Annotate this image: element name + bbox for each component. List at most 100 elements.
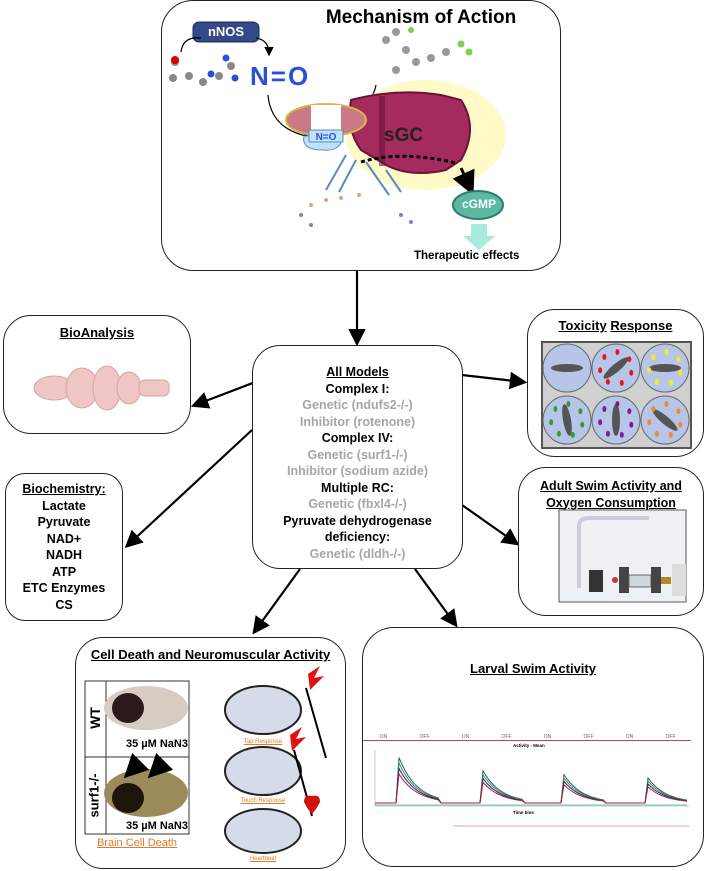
compound-dot — [570, 431, 575, 438]
phase-label-off: OFF — [404, 734, 445, 741]
activity-series-line — [375, 766, 688, 804]
model-line: Multiple RC: — [321, 480, 394, 495]
compound-dot — [553, 405, 558, 412]
compound-dot — [668, 379, 673, 386]
nitric-oxide-label: N=O — [250, 61, 311, 91]
phase-label-off: OFF — [568, 734, 609, 741]
compound-dot — [556, 430, 561, 437]
sgc-label: sGC — [384, 125, 424, 146]
compound-dot — [605, 378, 610, 385]
svg-text:N=O: N=O — [316, 132, 337, 143]
model-line: Genetic (dldh-/-) — [309, 546, 406, 561]
toxicity-title-a: Toxicity — [558, 318, 607, 333]
fish-icon — [603, 357, 629, 379]
compound-dot — [615, 401, 620, 408]
compound-dot — [676, 408, 681, 415]
activity-series-line — [375, 761, 688, 804]
compound-dot — [578, 408, 583, 415]
all-models-panel: All Models Complex I:Genetic (ndufs2-/-)… — [252, 345, 463, 569]
model-line: Genetic (surf1-/-) — [307, 447, 408, 462]
model-line: deficiency: — [324, 530, 391, 544]
adult-title-2: Oxygen Consumption — [546, 495, 676, 510]
adult-title-1: Adult Swim Activity and — [540, 479, 682, 493]
activity-series-line — [375, 772, 688, 804]
compound-dot — [668, 431, 673, 438]
compound-dot — [627, 408, 632, 415]
compound-dot — [549, 419, 554, 426]
activity-series-line — [375, 757, 688, 804]
biochemistry-item: ATP — [51, 564, 77, 579]
compound-dot — [566, 401, 571, 408]
cell-death-title: Cell Death and Neuromuscular Activity — [90, 647, 331, 662]
fish-icon — [649, 364, 681, 372]
compound-dot — [647, 419, 652, 426]
nnos-label: nNOS — [207, 24, 245, 39]
phase-label-on: ON — [445, 734, 486, 741]
compound-dot — [602, 405, 607, 412]
wt-dose-label: 35 µM NaN3 — [126, 738, 188, 750]
compound-dot — [615, 349, 620, 356]
larval-title: Larval Swim Activity — [470, 661, 596, 676]
phase-label-on: ON — [363, 734, 404, 741]
bioanalysis-title: BioAnalysis — [59, 325, 135, 340]
biochemistry-title: Biochemistry: — [22, 482, 106, 496]
fish-icon — [652, 409, 678, 431]
compound-dot — [651, 405, 656, 412]
compound-dot — [605, 430, 610, 437]
biochemistry-item: NAD+ — [46, 531, 82, 546]
compound-dot — [664, 401, 669, 408]
compound-dot — [580, 421, 585, 428]
touch-response-label: Touch Response — [240, 798, 286, 804]
compound-dot — [678, 369, 683, 376]
biochemistry-item: ETC Enzymes — [22, 581, 106, 595]
compound-dot — [647, 367, 652, 374]
compound-dot — [598, 367, 603, 374]
compound-dot — [629, 421, 634, 428]
fish-icon — [612, 404, 620, 436]
compound-dot — [629, 369, 634, 376]
compound-dot — [664, 349, 669, 356]
model-line: Pyruvate dehydrogenase — [283, 513, 432, 528]
biochemistry-item: NADH — [45, 548, 83, 562]
model-line: Inhibitor (rotenone) — [299, 414, 416, 429]
phase-label-off: OFF — [486, 734, 527, 741]
compound-dot — [602, 353, 607, 360]
well-plate-illustration — [541, 341, 692, 449]
model-line: Inhibitor (sodium azide) — [287, 464, 428, 478]
surf1-row-label: surf1-/- — [86, 773, 102, 818]
phase-label-on: ON — [609, 734, 650, 741]
model-line: Genetic (fbxl4-/-) — [308, 497, 407, 511]
cell-death-panel: Cell Death and Neuromuscular Activity WT… — [75, 637, 346, 869]
compound-dot — [654, 430, 659, 437]
compound-dot — [676, 356, 681, 363]
compound-dot — [654, 378, 659, 385]
phase-label-on: ON — [527, 734, 568, 741]
compound-dot — [651, 353, 656, 360]
adult-swim-panel: Adult Swim Activity and Oxygen Consumpti… — [518, 467, 704, 616]
compound-dot — [598, 419, 603, 426]
wt-row-label: WT — [87, 707, 103, 729]
compound-dot — [619, 379, 624, 386]
mechanism-title: Mechanism of Action — [325, 7, 517, 28]
fish-icon — [551, 364, 583, 372]
bioanalysis-panel: BioAnalysis — [3, 315, 191, 434]
model-line: Complex I: — [325, 381, 390, 396]
tap-response-label: Tap Response — [243, 739, 283, 745]
compound-dot — [678, 421, 683, 428]
heartbeat-label: Heartbeat — [249, 856, 277, 862]
fish-icon — [562, 404, 572, 436]
brain-cell-death-link: Brain Cell Death — [96, 837, 178, 849]
biochemistry-item: Pyruvate — [37, 515, 91, 529]
x-axis-label: Time bins — [513, 810, 534, 815]
model-list: Complex I:Genetic (ndufs2-/-)Inhibitor (… — [253, 381, 462, 563]
swim-tunnel-illustration — [558, 509, 687, 603]
chart-title: Activity - Mean — [513, 743, 545, 748]
activity-chart — [374, 750, 689, 827]
brain-illustration — [33, 365, 170, 411]
phase-label-off: OFF — [650, 734, 691, 741]
therapeutic-effects-label: Therapeutic effects — [414, 250, 520, 262]
cgmp-label: cGMP — [461, 197, 496, 211]
